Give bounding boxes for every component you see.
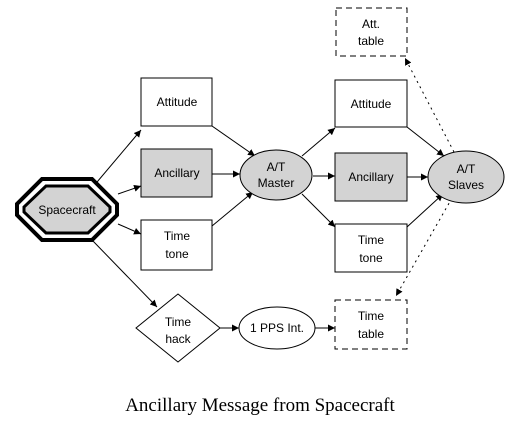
time-table-line1: Time (358, 309, 385, 323)
node-attitude-right: Attitude (334, 79, 408, 128)
node-pps-int: 1 PPS Int. (238, 306, 316, 350)
edge-spacecraft-attitude (91, 129, 142, 189)
ancillary-right-label: Ancillary (348, 170, 393, 184)
at-master-line2: Master (258, 176, 295, 190)
edge-slaves-atttable (404, 57, 455, 153)
time-hack-line1: Time (165, 315, 192, 329)
att-table-line1: Att. (362, 17, 380, 31)
edges (91, 57, 455, 332)
pps-int-label: 1 PPS Int. (250, 321, 304, 335)
at-slaves-line2: Slaves (448, 178, 484, 192)
time-tone-left-line1: Time (164, 229, 191, 243)
edge-master-attitude (301, 127, 336, 157)
node-time-hack: Time hack (135, 293, 221, 363)
edge-slaves-timetable (395, 197, 453, 297)
edge-attitude-slaves (406, 126, 445, 157)
node-ancillary-right: Ancillary (334, 152, 408, 202)
spacecraft-inner (22, 184, 112, 235)
attitude-right-label: Attitude (351, 97, 392, 111)
edge-attitude-master (211, 125, 256, 157)
edge-master-timetone (301, 193, 336, 228)
node-att-table: Att. table (335, 7, 408, 57)
node-attitude-left: Attitude (140, 77, 213, 127)
node-at-slaves: A/T Slaves (427, 150, 505, 204)
node-ancillary-left: Ancillary (140, 148, 213, 198)
diagram-caption: Ancillary Message from Spacecraft (125, 395, 395, 416)
edge-spacecraft-time-hack (91, 239, 158, 308)
att-table-line2: table (358, 34, 384, 48)
ancillary-left-label: Ancillary (154, 166, 199, 180)
attitude-left-label: Attitude (157, 95, 198, 109)
time-tone-right-line1: Time (358, 233, 385, 247)
node-at-master: A/T Master (239, 149, 313, 201)
time-hack-line2: hack (165, 332, 191, 346)
node-time-tone-right: Time tone (334, 223, 408, 273)
at-master-line1: A/T (267, 160, 286, 174)
edge-timetone-master (211, 191, 254, 227)
node-spacecraft: Spacecraft (15, 177, 119, 242)
edge-timetone-slaves (406, 193, 444, 228)
spacecraft-label: Spacecraft (38, 203, 96, 217)
node-time-tone-left: Time tone (140, 219, 213, 271)
edge-spacecraft-ancillary (117, 184, 142, 195)
time-tone-left-line2: tone (165, 247, 189, 261)
edge-spacecraft-time-tone (117, 223, 142, 235)
time-tone-right-line2: tone (359, 251, 383, 265)
at-slaves-line1: A/T (457, 162, 476, 176)
time-table-line2: table (358, 327, 384, 341)
node-time-table: Time table (334, 299, 408, 350)
